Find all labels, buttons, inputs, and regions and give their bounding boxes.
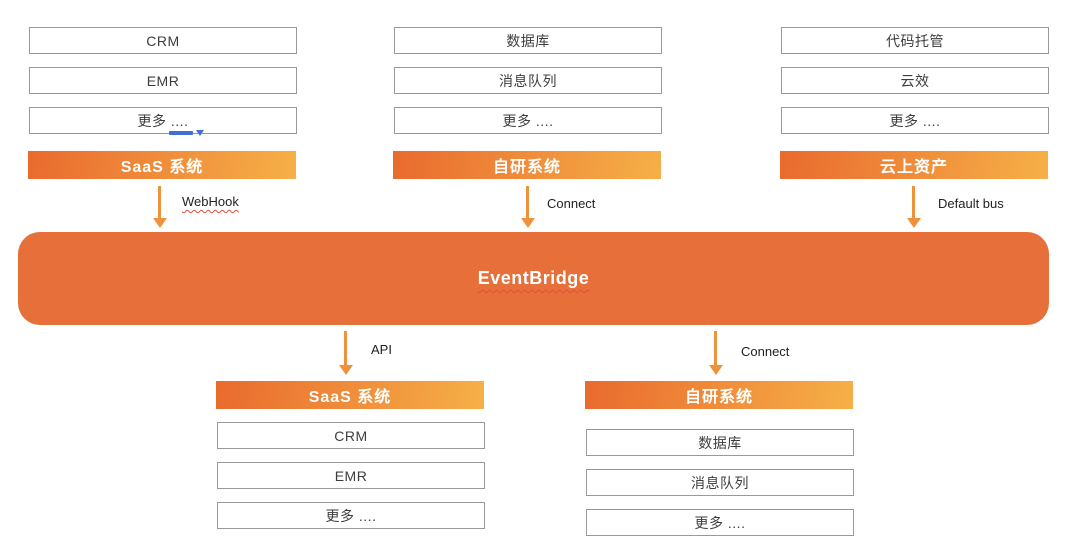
- system-bar-label: SaaS 系统: [308, 389, 392, 406]
- target-box-label: EMR: [334, 467, 368, 484]
- target-box-more: 更多 ....: [217, 502, 485, 529]
- target-box-emr: EMR: [217, 462, 485, 489]
- arrow-shaft: [912, 186, 915, 219]
- arrow-head: [709, 365, 723, 375]
- source-box-database: 数据库: [394, 27, 662, 54]
- target-box-label: 消息队列: [691, 474, 749, 491]
- source-box-more: 更多 ....: [781, 107, 1049, 134]
- arrow-label-connect-top: Connect: [547, 196, 596, 211]
- target-box-database: 数据库: [586, 429, 854, 456]
- target-box-crm: CRM: [217, 422, 485, 449]
- down-arrow-icon: [339, 331, 353, 375]
- target-box-more: 更多 ....: [586, 509, 854, 536]
- source-box-label: 更多 ....: [889, 112, 941, 129]
- arrow-head: [153, 218, 167, 228]
- source-box-label: 更多 ....: [137, 112, 189, 129]
- source-box-more: 更多 ....: [394, 107, 662, 134]
- system-bar-selfbuilt-bottom: 自研系统: [585, 381, 853, 409]
- source-box-label: 代码托管: [886, 32, 944, 49]
- down-arrow-icon: [709, 331, 723, 375]
- source-box-yunxiao: 云效: [781, 67, 1049, 94]
- source-box-label: EMR: [146, 72, 180, 89]
- arrow-label-default-bus: Default bus: [938, 196, 1004, 211]
- system-bar-saas-top: SaaS 系统: [28, 151, 296, 179]
- system-bar-selfbuilt-top: 自研系统: [393, 151, 661, 179]
- source-box-more: 更多 ....: [29, 107, 297, 134]
- target-box-label: CRM: [334, 427, 368, 444]
- source-box-label: 数据库: [506, 32, 550, 49]
- system-bar-saas-bottom: SaaS 系统: [216, 381, 484, 409]
- system-bar-label: 自研系统: [684, 389, 753, 406]
- down-arrow-icon: [153, 186, 167, 228]
- arrow-label-api: API: [371, 342, 392, 357]
- down-arrow-icon: [907, 186, 921, 228]
- event-bus: EventBridge: [18, 232, 1049, 325]
- target-box-message-queue: 消息队列: [586, 469, 854, 496]
- system-bar-label: SaaS 系统: [120, 159, 204, 176]
- down-arrow-icon: [521, 186, 535, 228]
- source-box-label: 消息队列: [499, 72, 557, 89]
- arrow-head: [339, 365, 353, 375]
- arrow-label-webhook: WebHook: [182, 194, 239, 209]
- arrow-shaft: [158, 186, 161, 219]
- arrow-label-connect-bottom: Connect: [741, 344, 790, 359]
- arrow-head: [907, 218, 921, 228]
- arrow-shaft: [344, 331, 347, 366]
- arrow-shaft: [714, 331, 717, 366]
- source-box-crm: CRM: [29, 27, 297, 54]
- system-bar-cloud-assets: 云上资产: [780, 151, 1048, 179]
- source-box-label: 更多 ....: [502, 112, 554, 129]
- source-box-code-hosting: 代码托管: [781, 27, 1049, 54]
- arrow-shaft: [526, 186, 529, 219]
- source-box-emr: EMR: [29, 67, 297, 94]
- target-box-label: 更多 ....: [694, 514, 746, 531]
- autocorrect-dropdown-icon[interactable]: [169, 131, 193, 135]
- target-box-label: 更多 ....: [325, 507, 377, 524]
- target-box-label: 数据库: [698, 434, 742, 451]
- source-box-label: CRM: [146, 32, 180, 49]
- system-bar-label: 云上资产: [879, 159, 948, 176]
- source-box-message-queue: 消息队列: [394, 67, 662, 94]
- system-bar-label: 自研系统: [492, 159, 561, 176]
- arrow-head: [521, 218, 535, 228]
- event-bus-label: EventBridge: [477, 268, 590, 288]
- source-box-label: 云效: [900, 72, 930, 89]
- autocorrect-dropdown-arrow-icon[interactable]: [196, 130, 204, 136]
